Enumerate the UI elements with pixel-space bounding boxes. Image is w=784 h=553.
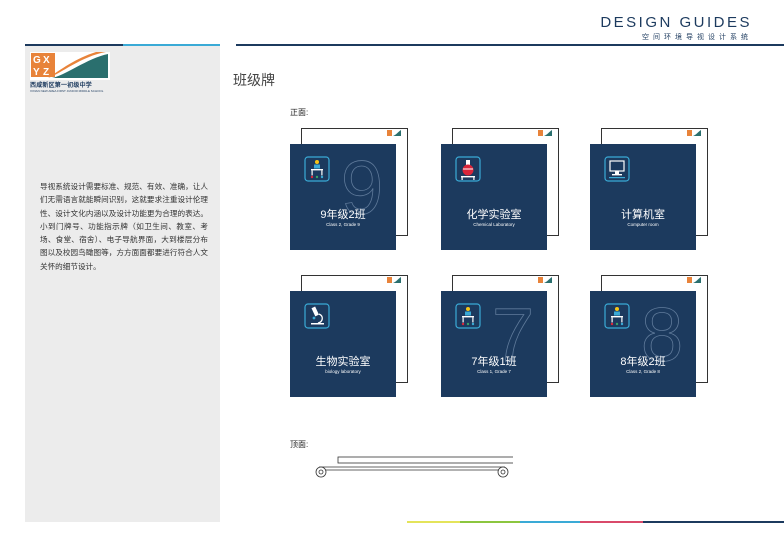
sidebar-rule-blue bbox=[123, 44, 220, 46]
top-view-label: 顶面: bbox=[290, 440, 309, 449]
logo-corner-icon bbox=[686, 276, 702, 284]
flask-icon bbox=[455, 156, 481, 182]
computer-icon bbox=[604, 156, 630, 182]
mount-left-icon bbox=[315, 466, 327, 478]
sign-front-panel: 9 9年级2班 Class 2, Grade 9 bbox=[290, 144, 396, 250]
top-board bbox=[337, 456, 513, 464]
svg-text:9: 9 bbox=[341, 148, 383, 222]
sign-subtitle: Class 2, Grade 8 bbox=[626, 369, 660, 374]
class-icon bbox=[455, 303, 481, 329]
description-text: 导视系统设计需要标准、规范、有效、准确，让人们无需语言就能瞬间识别，这就要求注重… bbox=[40, 182, 208, 271]
sign-subtitle: Class 2, Grade 9 bbox=[326, 222, 360, 227]
sign-subtitle: Chemical Laboratory bbox=[473, 222, 515, 227]
footer-stripe-navy bbox=[643, 521, 784, 523]
front-view-label: 正面: bbox=[290, 108, 309, 117]
header-rule bbox=[236, 44, 784, 46]
logo-corner-icon bbox=[537, 129, 553, 137]
sign-front-panel: 8 8年级2班 Class 2, Grade 8 bbox=[590, 291, 696, 397]
sign-subtitle: Class 1, Grade 7 bbox=[477, 369, 511, 374]
footer-stripe-yellow bbox=[407, 521, 460, 523]
sidebar-panel bbox=[25, 46, 220, 522]
class-sign: 9 9年级2班 Class 2, Grade 9 bbox=[290, 128, 408, 256]
footer-stripe-green bbox=[460, 521, 520, 523]
school-logo: G X Y Z bbox=[30, 52, 110, 80]
logo-corner-icon bbox=[686, 129, 702, 137]
sign-title: 7年级1班 bbox=[471, 356, 517, 368]
class-icon bbox=[604, 303, 630, 329]
sign-title: 生物实验室 bbox=[315, 356, 371, 368]
header-title: DESIGN GUIDES bbox=[600, 14, 752, 31]
school-name-en: XIXIAN NEW AREA FIRST JUNIOR MIDDLE SCHO… bbox=[30, 89, 104, 93]
logo-letter-x: X bbox=[43, 55, 50, 66]
grade-digit: 8 bbox=[640, 295, 683, 369]
grade-digit: 9 bbox=[340, 148, 383, 222]
microscope-icon bbox=[304, 303, 330, 329]
school-name: 西咸新区第一初级中学 bbox=[30, 83, 93, 89]
sign-subtitle: Computer room bbox=[627, 222, 659, 227]
chemistry-lab-sign: 化学实验室 Chemical Laboratory bbox=[441, 128, 559, 256]
svg-text:8: 8 bbox=[641, 295, 683, 369]
sign-front-panel: 计算机室 Computer room bbox=[590, 144, 696, 250]
biology-lab-sign: 生物实验室 biology laboratory bbox=[290, 275, 408, 403]
footer-stripe-red bbox=[580, 521, 643, 523]
sidebar-rule-navy bbox=[25, 44, 123, 46]
sign-front-panel: 7 7年级1班 Class 1, Grade 7 bbox=[441, 291, 547, 397]
logo-wave bbox=[52, 54, 108, 78]
sign-front-panel: 化学实验室 Chemical Laboratory bbox=[441, 144, 547, 250]
logo-letter-y: Y bbox=[33, 67, 40, 78]
grade-digit: 7 bbox=[491, 295, 534, 369]
sign-title: 8年级2班 bbox=[620, 356, 666, 368]
sign-title: 化学实验室 bbox=[466, 209, 522, 221]
section-title: 班级牌 bbox=[233, 72, 275, 88]
mount-right-icon bbox=[497, 466, 509, 478]
computer-room-sign: 计算机室 Computer room bbox=[590, 128, 708, 256]
sign-subtitle: biology laboratory bbox=[325, 369, 361, 374]
top-view-drawing bbox=[315, 456, 513, 478]
class-sign: 7 7年级1班 Class 1, Grade 7 bbox=[441, 275, 559, 403]
class-sign: 8 8年级2班 Class 2, Grade 8 bbox=[590, 275, 708, 403]
logo-letter-z: Z bbox=[43, 67, 49, 78]
logo-corner-icon bbox=[537, 276, 553, 284]
logo-corner-icon bbox=[386, 129, 402, 137]
footer-stripe-blue bbox=[520, 521, 580, 523]
sign-title: 9年级2班 bbox=[320, 209, 366, 221]
logo-corner-icon bbox=[386, 276, 402, 284]
sign-front-panel: 生物实验室 biology laboratory bbox=[290, 291, 396, 397]
logo-letter-g: G bbox=[33, 55, 41, 66]
logo-square bbox=[31, 53, 55, 77]
svg-text:7: 7 bbox=[492, 295, 534, 369]
class-icon bbox=[304, 156, 330, 182]
sign-title: 计算机室 bbox=[621, 209, 665, 221]
header-subtitle: 空间环境导视设计系统 bbox=[642, 34, 752, 41]
